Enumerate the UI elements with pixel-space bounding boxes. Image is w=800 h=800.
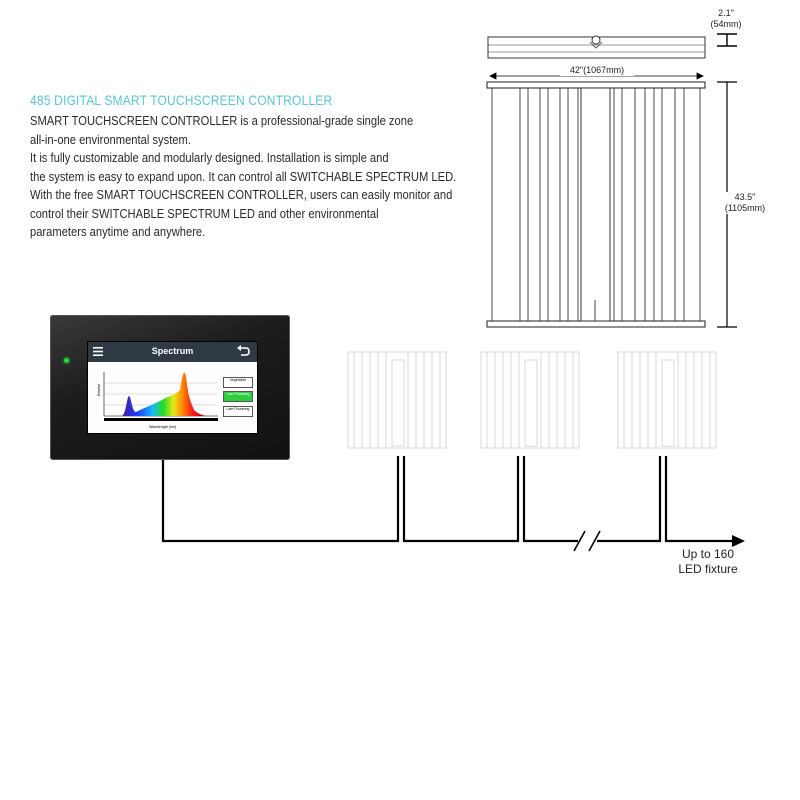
spectrum-chart: Relative Wavelength (nm) bbox=[97, 372, 218, 429]
product-title: 485 DIGITAL SMART TOUCHSCREEN CONTROLLER bbox=[30, 92, 333, 108]
fixture-side-profile bbox=[487, 35, 706, 59]
power-indicator-led bbox=[64, 358, 69, 363]
screen-header bbox=[88, 342, 257, 362]
fixture-capacity-note: Up to 160 LED fixture bbox=[678, 547, 738, 576]
chart-xlabel: Wavelength (nm) bbox=[149, 425, 176, 429]
height-label: 2.1" (54mm) bbox=[710, 8, 742, 29]
linked-fixture bbox=[617, 351, 717, 449]
preset-button-vegetative[interactable]: Vegetative bbox=[223, 377, 253, 388]
linked-fixture-driver bbox=[524, 359, 538, 447]
width-dimension-arrow bbox=[489, 72, 704, 80]
description-line: With the free SMART TOUCHSCREEN CONTROLL… bbox=[30, 187, 453, 202]
preset-button-late-flowering-active[interactable]: Late Flowering bbox=[223, 391, 253, 402]
description-line: the system is easy to expand upon. It ca… bbox=[30, 168, 457, 184]
linked-fixture-outline bbox=[347, 351, 447, 449]
linked-fixture-outline bbox=[617, 351, 717, 449]
chain-arrow-head bbox=[732, 535, 745, 547]
screen-title: Spectrum bbox=[151, 346, 194, 356]
height-dimension-marker bbox=[717, 33, 737, 47]
description-line: control their SWITCHABLE SPECTRUM LED an… bbox=[30, 205, 379, 221]
linked-fixture bbox=[480, 351, 580, 449]
linked-fixture-outline bbox=[480, 351, 580, 449]
daisy-chain-cable bbox=[161, 456, 732, 552]
description-line: all-in-one environmental system. bbox=[30, 131, 191, 147]
back-icon[interactable] bbox=[236, 345, 250, 357]
linked-fixture-driver bbox=[391, 359, 405, 447]
length-label: 43.5" (1105mm) bbox=[710, 192, 780, 214]
preset-button-late-flowering[interactable]: Late Flowering bbox=[223, 406, 253, 417]
description-line: SMART TOUCHSCREEN CONTROLLER is a profes… bbox=[30, 113, 414, 128]
width-label: 42"(1067mm) bbox=[560, 65, 634, 76]
controller-screen[interactable]: Spectrum Relative Wavel bbox=[87, 341, 258, 434]
linked-fixture bbox=[347, 351, 447, 449]
description-line: parameters anytime and anywhere. bbox=[30, 224, 206, 239]
chart-ylabel: Relative bbox=[97, 384, 101, 396]
product-description: SMART TOUCHSCREEN CONTROLLER is a profes… bbox=[30, 112, 494, 242]
linked-fixture-driver bbox=[661, 359, 675, 447]
menu-icon[interactable] bbox=[93, 347, 103, 356]
description-line: It is fully customizable and modularly d… bbox=[30, 150, 389, 165]
fixture-front-view bbox=[486, 81, 706, 328]
